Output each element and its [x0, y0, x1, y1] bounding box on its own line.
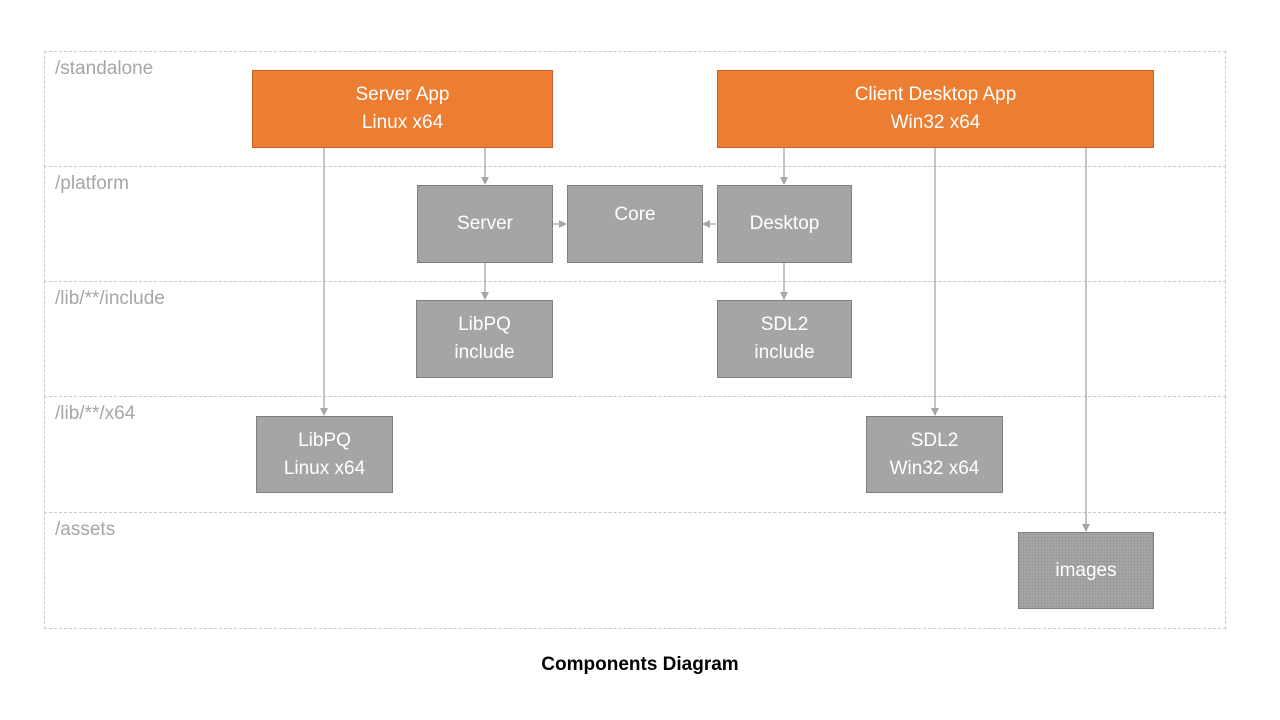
libpq-linux-line1: LibPQ: [298, 429, 351, 451]
sdl2-win32-x64-box: SDL2 Win32 x64: [866, 416, 1003, 493]
core-module-box: Core: [567, 185, 703, 263]
lane-label-lib-include: /lib/**/include: [55, 288, 165, 309]
sdl2-win32-line1: SDL2: [910, 429, 959, 451]
server-app-title: Server App: [355, 84, 450, 105]
desktop-module-box: Desktop: [717, 185, 852, 263]
lane-label-standalone: /standalone: [55, 58, 154, 79]
libpq-include-line1: LibPQ: [458, 314, 511, 335]
lane-label-assets: /assets: [55, 519, 116, 540]
server-module-label: Server: [457, 213, 513, 234]
sdl2-include-line2: include: [754, 342, 815, 363]
lane-label-lib-x64: /lib/**/x64: [55, 403, 136, 424]
libpq-include-line2: include: [454, 342, 515, 363]
diagram-caption: Components Diagram: [541, 654, 739, 675]
libpq-linux-x64-box: LibPQ Linux x64: [256, 416, 393, 493]
lane-label-platform: /platform: [55, 173, 129, 194]
server-module-box: Server: [417, 185, 553, 263]
libpq-linux-line2: Linux x64: [283, 457, 366, 479]
core-module-label: Core: [614, 204, 656, 225]
lane-lib-include: /lib/**/include: [44, 281, 1226, 397]
client-desktop-app-box: Client Desktop App Win32 x64: [717, 70, 1154, 148]
images-label: images: [1055, 559, 1117, 581]
sdl2-include-box: SDL2 include: [717, 300, 852, 378]
client-app-platform: Win32 x64: [890, 112, 981, 133]
server-app-box: Server App Linux x64: [252, 70, 553, 148]
desktop-module-label: Desktop: [749, 213, 820, 234]
images-assets-box: images: [1018, 532, 1154, 609]
client-app-title: Client Desktop App: [854, 84, 1017, 105]
sdl2-include-line1: SDL2: [760, 314, 809, 335]
server-app-platform: Linux x64: [361, 112, 444, 133]
lane-lib-x64: /lib/**/x64: [44, 396, 1226, 513]
sdl2-win32-line2: Win32 x64: [889, 457, 980, 479]
lane-assets: /assets: [44, 512, 1226, 629]
libpq-include-box: LibPQ include: [416, 300, 553, 378]
